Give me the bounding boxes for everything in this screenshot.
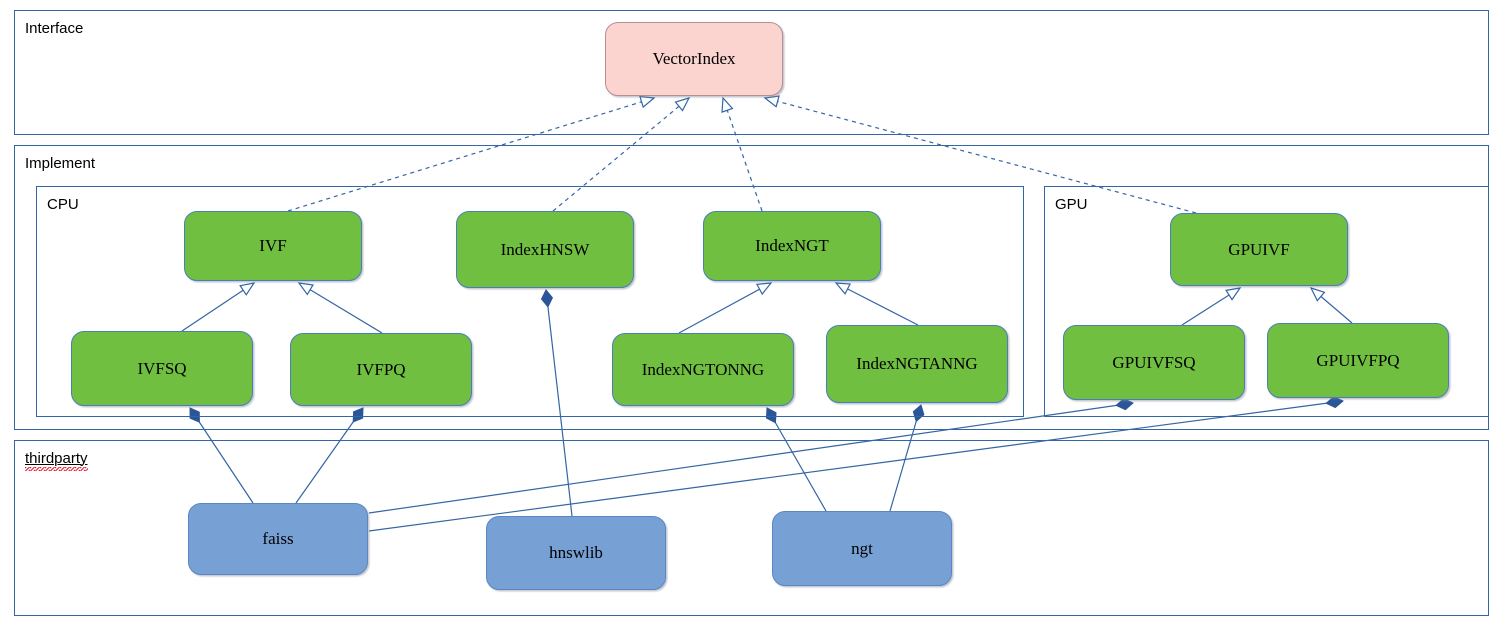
node-faiss[interactable]: faiss xyxy=(188,503,368,575)
node-indexngt[interactable]: IndexNGT xyxy=(703,211,881,281)
node-label-ngt: ngt xyxy=(851,538,873,558)
node-label-ivfsq: IVFSQ xyxy=(137,358,187,378)
node-label-indexngtonng: IndexNGTONNG xyxy=(641,359,765,379)
node-ivfpq[interactable]: IVFPQ xyxy=(290,333,472,406)
node-label-hnswlib: hnswlib xyxy=(549,543,603,562)
node-label-indexhnsw: IndexHNSW xyxy=(500,239,590,259)
node-label-gpuivfpq: GPUIVFPQ xyxy=(1316,350,1400,370)
node-indexngtonng[interactable]: IndexNGTONNG xyxy=(612,333,794,406)
spellcheck-underline xyxy=(25,467,88,471)
node-ivf[interactable]: IVF xyxy=(184,211,362,281)
node-label-gpuivf: GPUIVF xyxy=(1228,239,1290,259)
node-gpuivf[interactable]: GPUIVF xyxy=(1170,213,1348,286)
node-gpuivfpq[interactable]: GPUIVFPQ xyxy=(1267,323,1449,398)
container-label-cpu: CPU xyxy=(47,196,79,213)
container-label-gpu: GPU xyxy=(1055,196,1088,213)
container-thirdparty xyxy=(14,440,1489,616)
node-label-ivf: IVF xyxy=(259,236,287,255)
container-gpu xyxy=(1044,186,1489,417)
node-label-indexngtanng: IndexNGTANNG xyxy=(856,354,978,373)
node-label-gpuivfsq: GPUIVFSQ xyxy=(1112,352,1196,372)
node-label-ivfpq: IVFPQ xyxy=(356,359,406,379)
node-vectorindex[interactable]: VectorIndex xyxy=(605,22,783,96)
node-label-indexngt: IndexNGT xyxy=(755,236,829,255)
container-label-interface: Interface xyxy=(25,20,84,37)
node-indexngtanng[interactable]: IndexNGTANNG xyxy=(826,325,1008,403)
container-interface xyxy=(14,10,1489,135)
node-indexhnsw[interactable]: IndexHNSW xyxy=(456,211,634,288)
node-hnswlib[interactable]: hnswlib xyxy=(486,516,666,590)
node-ivfsq[interactable]: IVFSQ xyxy=(71,331,253,406)
node-label-faiss: faiss xyxy=(262,529,294,548)
container-label-thirdparty: thirdparty xyxy=(25,451,88,471)
container-cpu xyxy=(36,186,1024,417)
node-ngt[interactable]: ngt xyxy=(772,511,952,586)
container-label-implement: Implement xyxy=(25,155,96,172)
node-label-vectorindex: VectorIndex xyxy=(652,49,736,68)
node-gpuivfsq[interactable]: GPUIVFSQ xyxy=(1063,325,1245,400)
